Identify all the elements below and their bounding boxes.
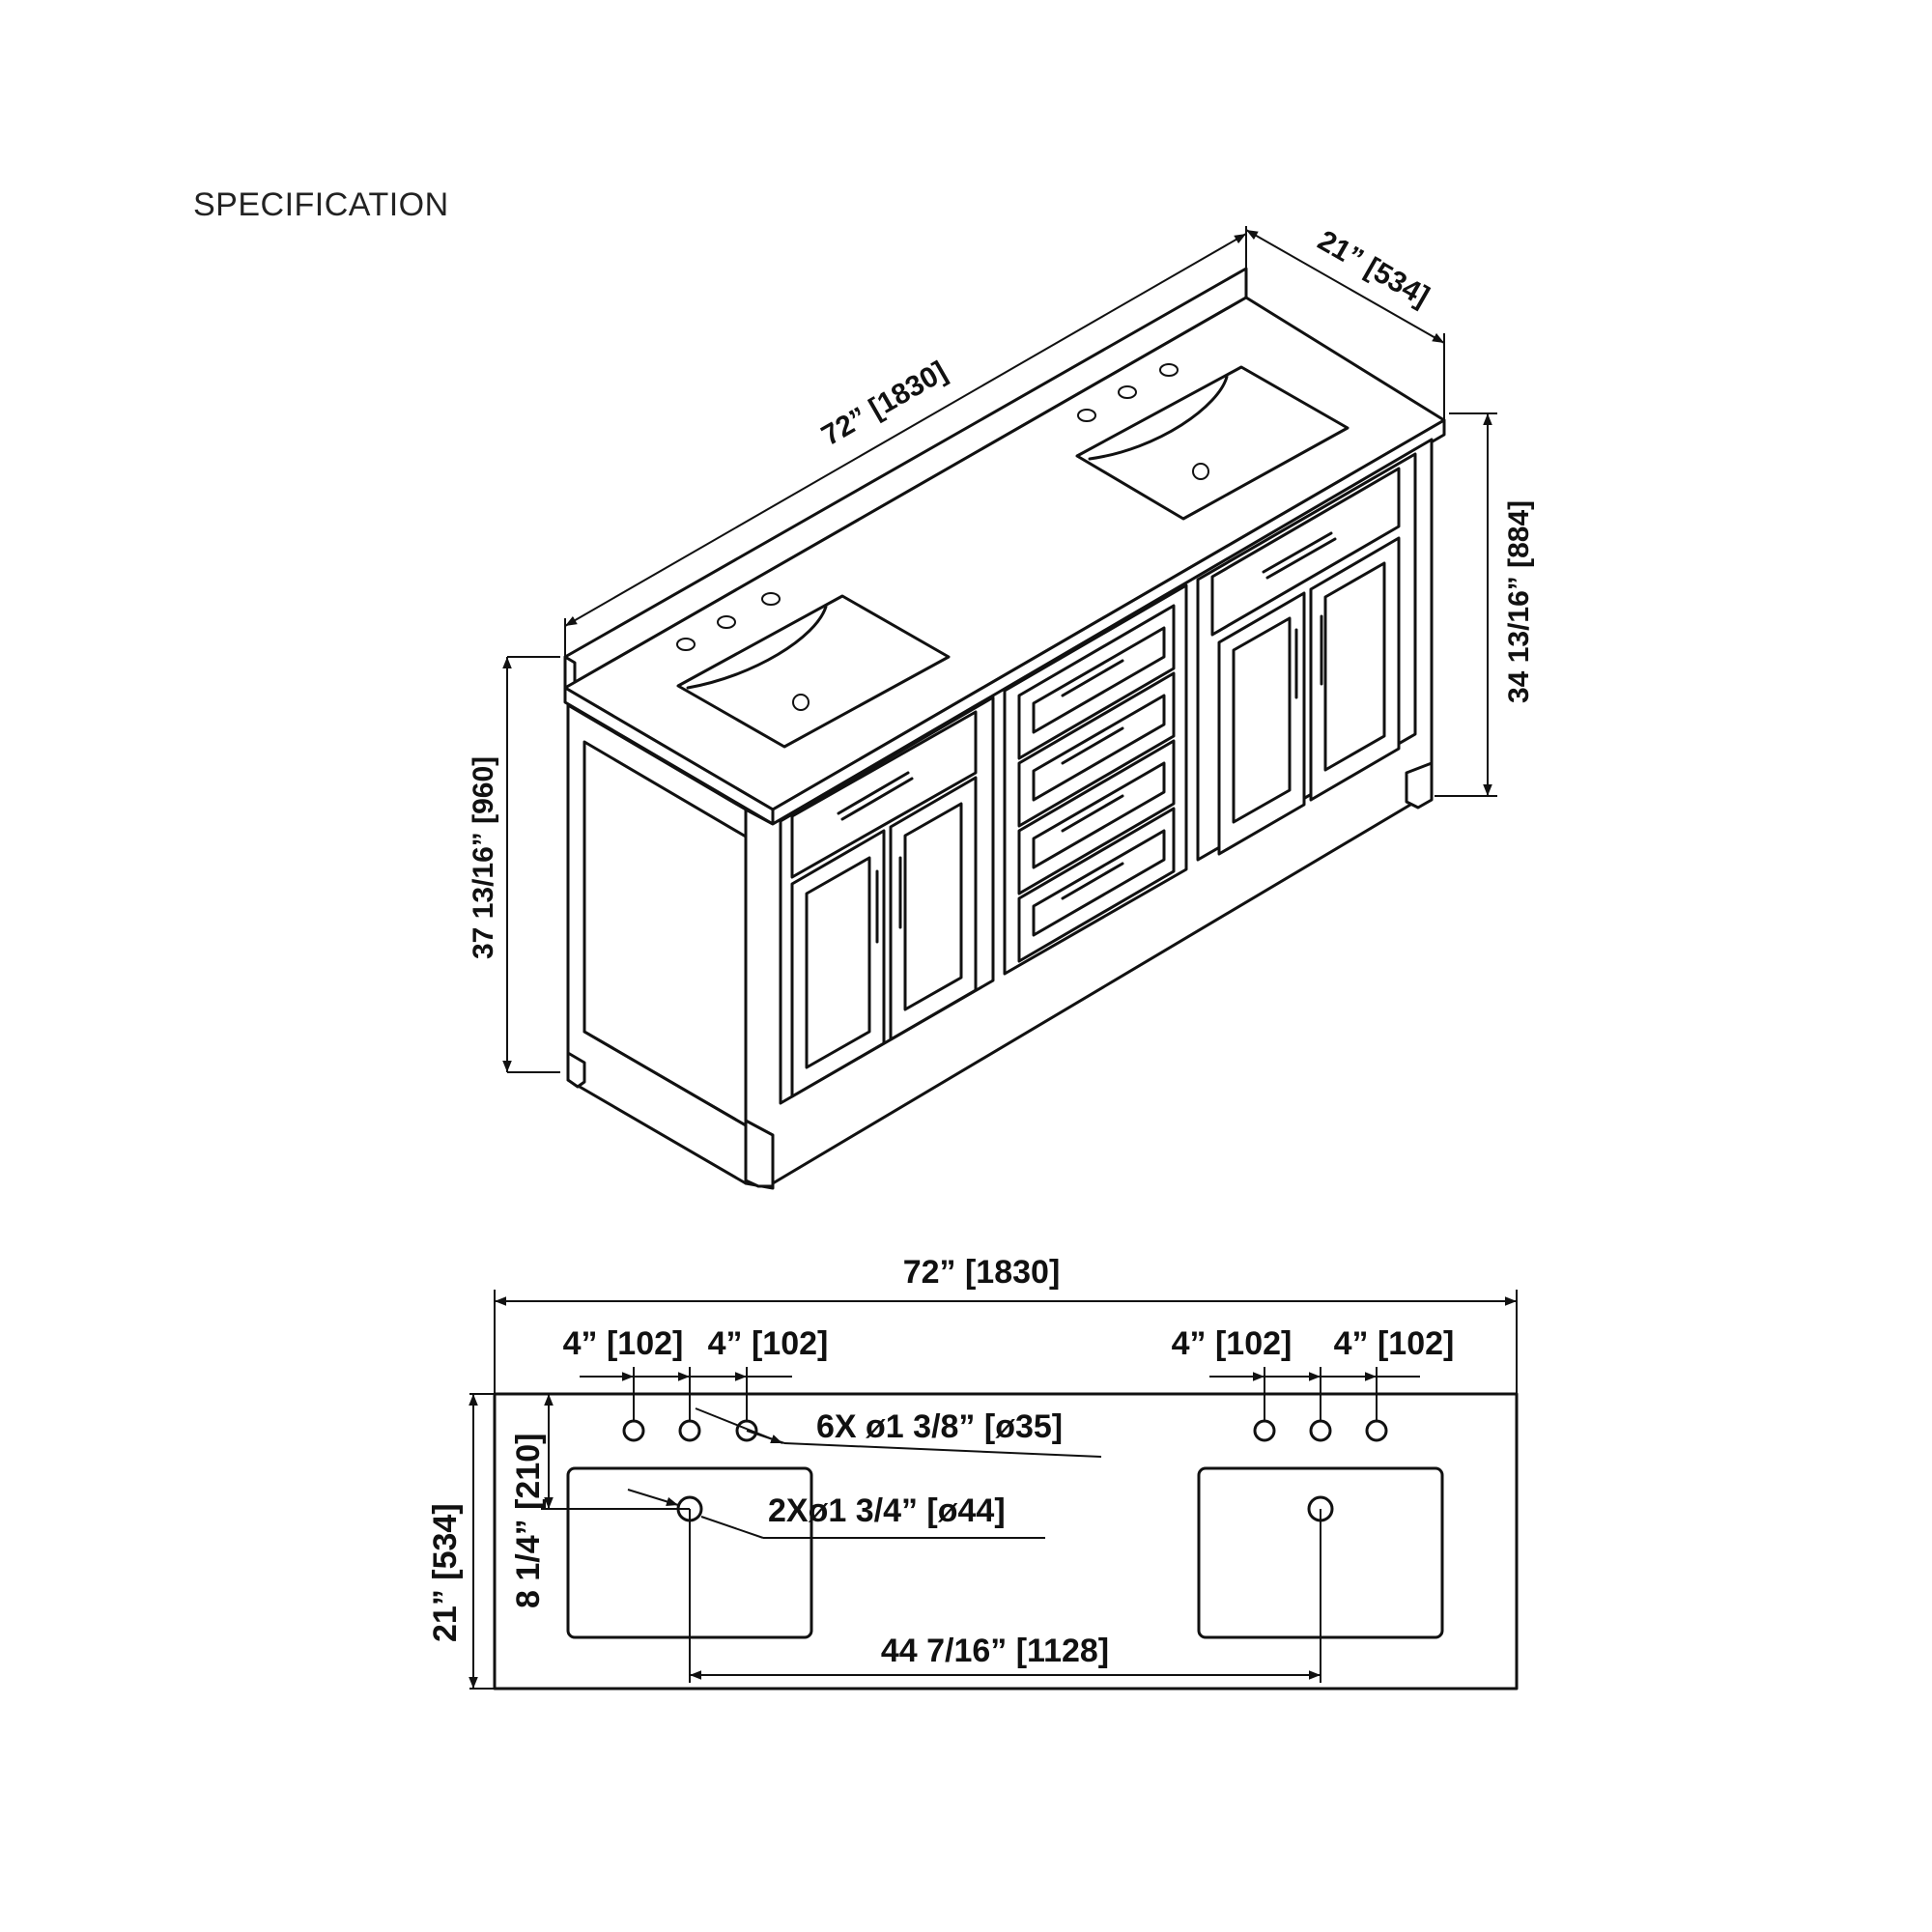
faucet-hole-callout: 6X ø1 3/8” [ø35] xyxy=(816,1408,1063,1445)
faucet-hole xyxy=(1365,1419,1388,1442)
iso-width-label: 72” [1830] xyxy=(816,355,952,452)
iso-total-height-label: 37 13/16” [960] xyxy=(468,756,499,959)
right-door-2 xyxy=(1309,536,1401,802)
sink-center-distance-label: 44 7/16” [1128] xyxy=(881,1633,1109,1669)
faucet-hole xyxy=(1309,1419,1332,1442)
drawer-handle xyxy=(1061,659,1124,697)
vanity-top-view: 72” [1830] 4” [102] 4” [102] 4” [102] 4”… xyxy=(427,1254,1519,1690)
iso-width-dimension-line xyxy=(564,233,1247,627)
right-door-1 xyxy=(1217,591,1306,856)
faucet-spacing-label: 4” [102] xyxy=(708,1325,829,1362)
left-door-1 xyxy=(790,829,886,1098)
drawer-handle xyxy=(1262,531,1333,574)
drain-offset-label: 8 1/4” [210] xyxy=(510,1434,547,1608)
faucet-spacing-label: 4” [102] xyxy=(563,1325,684,1362)
page-title: SPECIFICATION xyxy=(193,186,449,223)
drawer-handle xyxy=(1061,726,1124,765)
front-right-leg xyxy=(1405,761,1434,810)
countertop-outline xyxy=(493,1392,1519,1690)
faucet-hole xyxy=(735,1419,758,1442)
drawer-handle xyxy=(1061,862,1124,900)
faucet-spacing-label: 4” [102] xyxy=(1334,1325,1455,1362)
iso-counter-height-label: 34 13/16” [884] xyxy=(1503,500,1535,703)
front-left-leg xyxy=(744,1119,775,1188)
back-left-leg xyxy=(566,1051,586,1089)
middle-drawer-bay xyxy=(1003,583,1188,976)
right-cabinet-bay xyxy=(1196,452,1417,862)
iso-depth-dimension-line xyxy=(1245,229,1445,344)
drain-callout: 2Xø1 3/4” [ø44] xyxy=(768,1492,1006,1529)
faucet-hole xyxy=(1253,1419,1276,1442)
top-width-label: 72” [1830] xyxy=(903,1254,1061,1291)
faucet-hole xyxy=(676,638,696,651)
top-depth-label: 21” [534] xyxy=(427,1503,464,1642)
faucet-spacing-label: 4” [102] xyxy=(1172,1325,1293,1362)
faucet-hole xyxy=(622,1419,645,1442)
left-door-2 xyxy=(889,776,978,1041)
iso-depth-label: 21” [534] xyxy=(1313,224,1435,312)
vanity-isometric-view: 72” [1830] 21” [534] 37 13/16” [960] 34 … xyxy=(468,224,1535,1190)
drawer-handle xyxy=(1061,794,1124,833)
left-cabinet-bay xyxy=(779,696,995,1105)
faucet-hole xyxy=(678,1419,701,1442)
drawer-handle xyxy=(837,771,910,815)
drain-hole xyxy=(792,694,810,711)
